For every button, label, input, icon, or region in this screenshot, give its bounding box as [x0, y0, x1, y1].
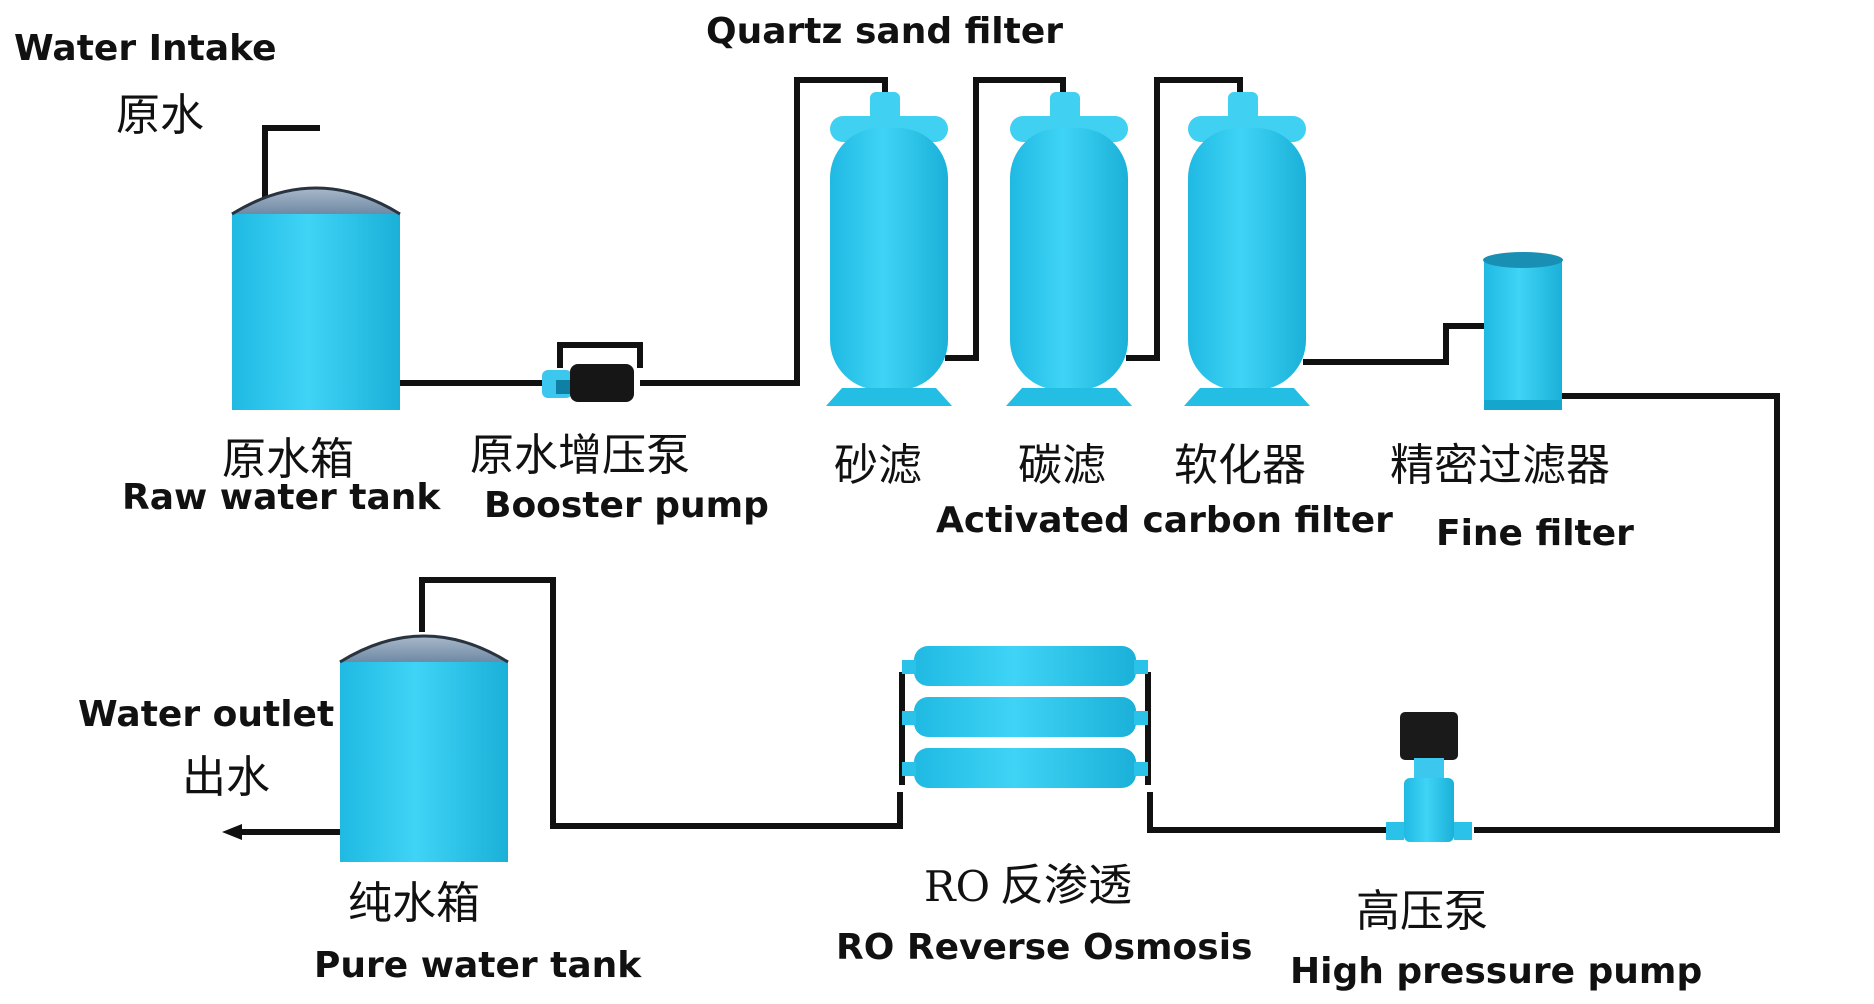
pump-motor-icon	[1400, 712, 1458, 760]
carbon-filter-cn-label: 碳滤	[1018, 440, 1106, 491]
carbon-filter	[1006, 92, 1132, 406]
sand-filter-cn-label: 砂滤	[834, 440, 922, 491]
water-outlet-label: Water outlet	[78, 694, 335, 735]
ro-membranes	[902, 646, 1148, 788]
pipe-booster-bypass	[557, 342, 643, 368]
pure-tank-label: Pure water tank	[314, 945, 642, 986]
high-pressure-pump	[1386, 712, 1472, 842]
ro-label: RO Reverse Osmosis	[836, 927, 1253, 968]
ro-cn-label: 反渗透	[1000, 860, 1132, 911]
softener-cn-label: 软化器	[1174, 440, 1306, 491]
pure-water-tank	[339, 634, 509, 862]
raw-tank-label: Raw water tank	[122, 477, 441, 518]
hp-pump-label: High pressure pump	[1290, 951, 1703, 992]
booster-pump	[542, 364, 634, 402]
outlet-arrow-icon	[222, 824, 242, 840]
sand-filter	[826, 92, 952, 406]
raw-tank-cn-label: 原水箱	[222, 434, 354, 485]
booster-pump-cn-label: 原水增压泵	[470, 430, 690, 481]
fine-filter-cn-label: 精密过滤器	[1390, 440, 1610, 491]
pipe-hp-pump-to-ro	[1147, 792, 1390, 833]
water-intake-cn-label: 原水	[116, 90, 204, 141]
activated-carbon-filter-label: Activated carbon filter	[936, 500, 1393, 541]
hp-pump-cn-label: 高压泵	[1356, 886, 1488, 937]
quartz-sand-filter-label: Quartz sand filter	[706, 11, 1064, 52]
pipe-booster-to-sand	[640, 77, 888, 386]
raw-water-tank	[231, 186, 401, 410]
pipe-carbon-to-softener	[1126, 77, 1243, 361]
fine-filter-label: Fine filter	[1436, 513, 1634, 554]
pipe-intake	[262, 125, 320, 212]
pipe-sand-to-carbon	[945, 77, 1066, 361]
pure-tank-cn-label: 纯水箱	[348, 878, 480, 929]
water-intake-label: Water Intake	[14, 28, 277, 69]
pipe-softener-to-fine	[1303, 323, 1488, 365]
ro-prefix-label: RO	[924, 862, 991, 911]
pipe-fine-to-hp-pump	[1474, 393, 1780, 833]
booster-pump-label: Booster pump	[484, 485, 769, 526]
softener-filter	[1184, 92, 1310, 406]
water-outlet-cn-label: 出水	[182, 752, 270, 803]
pipe-ro-to-pure-tank	[419, 577, 903, 829]
fine-filter	[1483, 252, 1563, 410]
